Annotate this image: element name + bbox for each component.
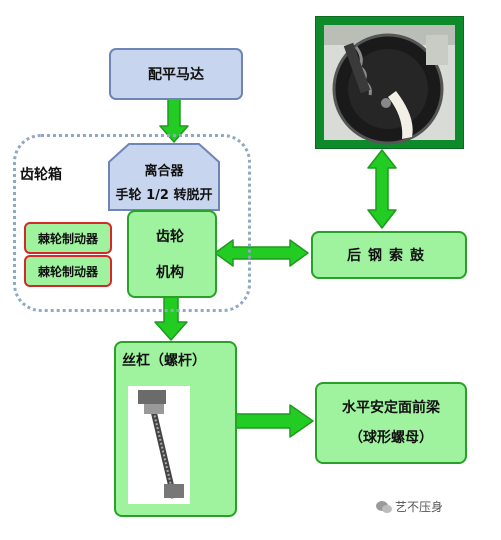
cable-drum-image [324, 25, 455, 145]
trim-motor-box: 配平马达 [109, 48, 243, 100]
ratchet-brake-bottom: 棘轮制动器 [24, 255, 112, 287]
arrow-gear-to-screw [154, 295, 188, 341]
watermark-text: 艺不压身 [395, 500, 444, 514]
rear-cable-drum-label: 后钢索鼓 [347, 248, 431, 264]
ratchet-brake-top: 棘轮制动器 [24, 222, 112, 254]
cable-drum-photo [315, 16, 464, 149]
clutch-release-label: 手轮 1/2 转脱开 [115, 188, 213, 203]
ratchet-brake-top-label: 棘轮制动器 [37, 231, 98, 246]
trim-motor-label: 配平马达 [148, 67, 204, 83]
gear-label: 齿轮 [156, 229, 184, 245]
gearbox-frame [13, 134, 251, 312]
gearbox-label: 齿轮箱 [20, 167, 62, 183]
stabilizer-front-spar-box: 水平安定面前梁 （球形螺母） [315, 382, 467, 464]
rear-cable-drum-box: 后钢索鼓 [311, 231, 467, 279]
gear-mechanism-box [127, 210, 217, 298]
clutch-octagon [108, 143, 220, 211]
mechanism-label: 机构 [156, 265, 184, 281]
ball-nut-label: （球形螺母） [349, 430, 433, 446]
ratchet-brake-bottom-label: 棘轮制动器 [37, 264, 98, 279]
clutch-label: 离合器 [144, 164, 184, 179]
jackscrew-image [138, 390, 184, 499]
stabilizer-front-spar-label: 水平安定面前梁 [342, 400, 440, 416]
watermark: 艺不压身 [376, 498, 443, 515]
wechat-icon [376, 500, 392, 513]
jackscrew-label: 丝杠（螺杆） [122, 353, 206, 369]
jackscrew-photo [128, 386, 190, 504]
arrow-photo-to-drum [367, 149, 397, 229]
arrow-gear-to-drum [214, 239, 309, 267]
